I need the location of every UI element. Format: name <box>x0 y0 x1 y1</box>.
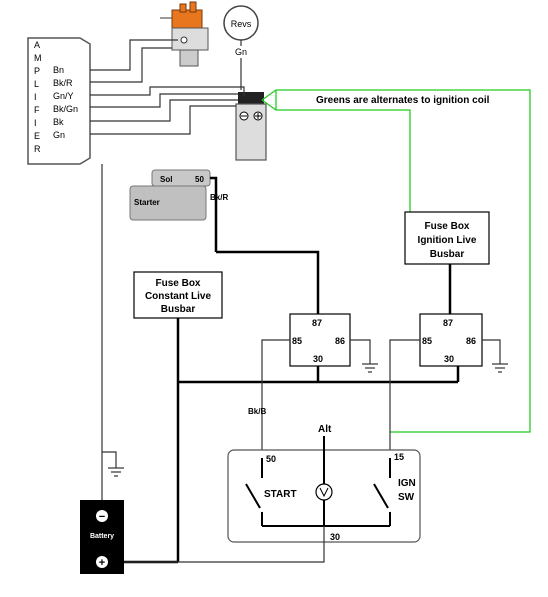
fusebox-ignition-line2: Ignition Live <box>418 235 477 246</box>
revs-gauge: Revs Gn <box>223 5 259 57</box>
fusebox-constant-line3: Busbar <box>161 304 196 315</box>
amplifier-title-letter: R <box>34 144 41 154</box>
relay-right-86: 86 <box>466 336 476 346</box>
wire-bkb-label: Bk/B <box>248 407 266 416</box>
relay-right: 87 85 86 30 <box>419 313 483 367</box>
fusebox-ignition-line1: Fuse Box <box>424 221 469 232</box>
amplifier-title-letter: P <box>34 66 40 76</box>
switch-terminal-50: 50 <box>266 454 276 464</box>
starter-feed-wire <box>210 176 218 252</box>
fusebox-constant: Fuse Box Constant Live Busbar <box>133 271 223 319</box>
amplifier-title-letter: L <box>34 79 39 89</box>
relay-left-30: 30 <box>313 354 323 364</box>
alt-label: Alt <box>318 424 332 435</box>
relay-left-85: 85 <box>292 336 302 346</box>
battery-label: Battery <box>90 533 114 540</box>
amplifier-terminal-label: Gn/Y <box>53 91 74 101</box>
battery-plus: + <box>99 557 105 569</box>
relay-left: 87 85 86 30 <box>289 313 351 367</box>
alternator-feed-wire <box>120 526 325 563</box>
annotation-text: Greens are alternates to ignition coil <box>316 95 490 106</box>
relay-left-87: 87 <box>312 318 322 328</box>
starter-label: Starter <box>134 198 160 207</box>
fusebox-constant-line2: Constant Live <box>145 291 212 302</box>
ign-label-2: SW <box>398 492 415 503</box>
relay-control-wires <box>261 339 501 458</box>
ign-label-1: IGN <box>398 478 416 489</box>
start-label: START <box>264 489 297 500</box>
amplifier-terminal-label: Bn <box>53 65 64 75</box>
battery: − Battery + <box>80 500 124 574</box>
battery-minus: − <box>99 511 105 523</box>
amplifier-title-letter: A <box>34 40 40 50</box>
solenoid-label: Sol <box>160 175 172 184</box>
switch-terminal-30: 30 <box>330 532 340 542</box>
amplifier-terminal-label: Bk/R <box>53 78 73 88</box>
alternator-icon <box>315 483 333 501</box>
fusebox-ignition-line3: Busbar <box>430 249 465 260</box>
switch-terminal-15: 15 <box>394 452 404 462</box>
amplifier-terminal-label: Bk <box>53 117 64 127</box>
ignition-coil <box>235 92 267 161</box>
green-alternate-wires <box>261 89 531 433</box>
fusebox-ignition: Fuse Box Ignition Live Busbar <box>404 211 490 265</box>
power-wires <box>120 250 460 564</box>
ground-icon <box>362 363 378 373</box>
switch-contacts <box>245 436 391 527</box>
relay-right-87: 87 <box>443 318 453 328</box>
amplifier-title-letter: F <box>34 105 40 115</box>
amplifier-wires <box>90 39 245 135</box>
solenoid-wire-label: Bk/R <box>210 193 228 202</box>
relay-right-30: 30 <box>444 354 454 364</box>
amplifier-title-letter: M <box>34 53 42 63</box>
ground-icon <box>492 363 508 373</box>
relay-left-86: 86 <box>335 336 345 346</box>
amplifier-title-letter: I <box>34 118 37 128</box>
solenoid-terminal-label: 50 <box>195 175 204 184</box>
relay-right-85: 85 <box>422 336 432 346</box>
revs-wire-label: Gn <box>235 47 247 57</box>
amplifier-title-letter: E <box>34 131 40 141</box>
revs-label: Revs <box>231 19 252 29</box>
amplifier-terminal-label: Gn <box>53 130 65 140</box>
ground-wire <box>101 164 124 500</box>
amplifier-title-letter: I <box>34 92 37 102</box>
amplifier-terminal-label: Bk/Gn <box>53 104 78 114</box>
distributor-icon <box>160 1 209 67</box>
starter-motor: Sol 50 Starter <box>129 169 211 221</box>
fusebox-constant-line1: Fuse Box <box>155 278 200 289</box>
